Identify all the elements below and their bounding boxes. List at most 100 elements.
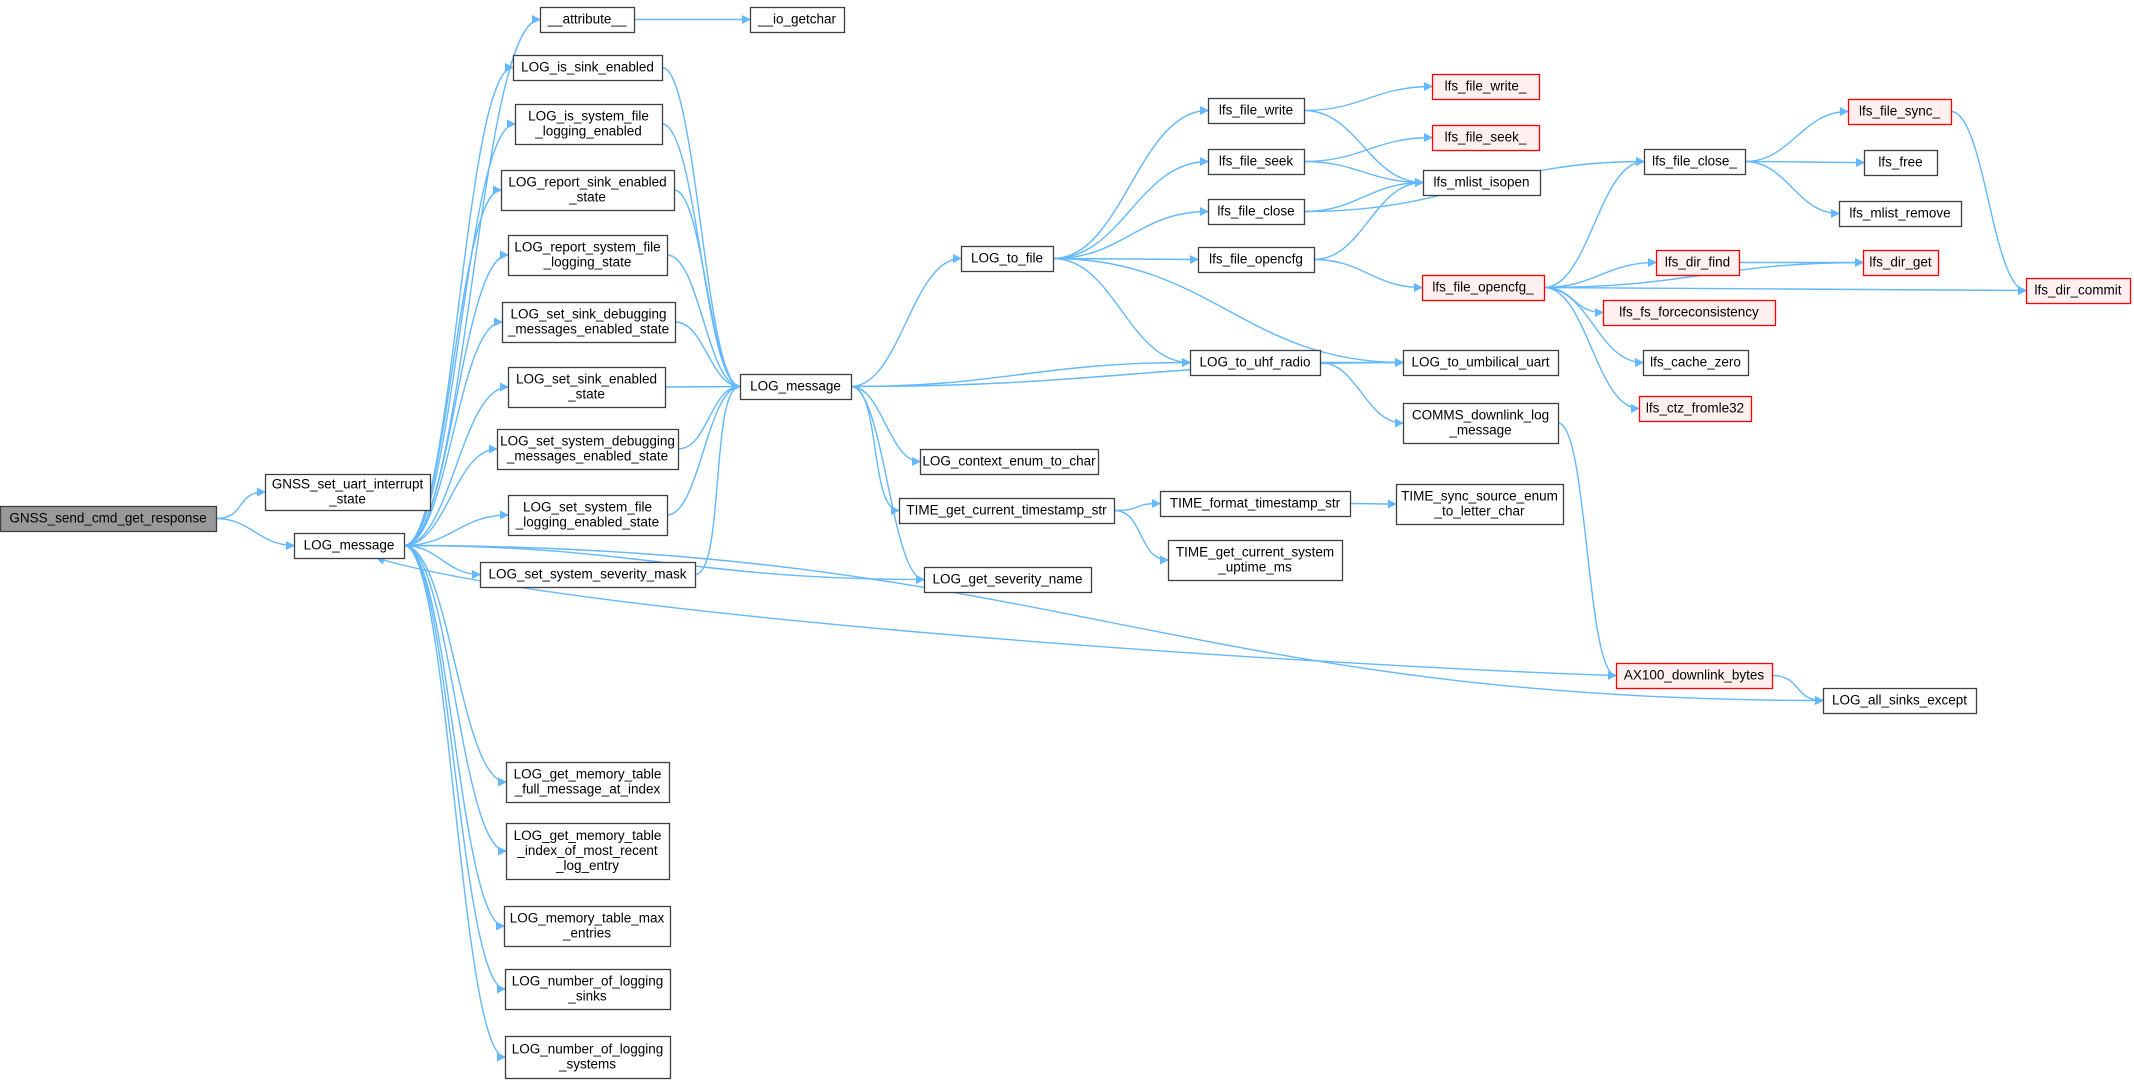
node-lfs-close[interactable]: lfs_file_close	[1207, 198, 1306, 226]
node-num-sinks[interactable]: LOG_number_of_logging_sinks	[504, 968, 672, 1011]
edge-log_message_l-to-num_sinks	[403, 544, 506, 994]
node-lfs-dir-find[interactable]: lfs_dir_find	[1655, 249, 1741, 277]
node-set-sev[interactable]: LOG_set_system_severity_mask	[479, 561, 697, 589]
node-num-sys[interactable]: LOG_number_of_logging_systems	[504, 1035, 672, 1080]
node-label: LOG_all_sinks_except	[1832, 693, 1967, 708]
node-lfs-sync-[interactable]: lfs_file_sync_	[1847, 98, 1953, 126]
node-label: LOG_report_system_file	[514, 240, 660, 255]
node-ax100[interactable]: AX100_downlink_bytes	[1615, 662, 1774, 690]
node-label: _logging_enabled	[534, 124, 642, 139]
node-lfs-opencfg-[interactable]: lfs_file_opencfg_	[1421, 274, 1546, 302]
edge-rep_sink-to-log_message_m	[673, 189, 741, 391]
node-lfs-dir-get[interactable]: lfs_dir_get	[1862, 249, 1940, 277]
node-lfs-free[interactable]: lfs_free	[1863, 149, 1939, 177]
node-label: LOG_get_memory_table	[514, 828, 662, 843]
node-lfs-write-[interactable]: lfs_file_write_	[1431, 73, 1541, 101]
node-label: LOG_message	[304, 538, 395, 553]
edge-lfs_close_-to-lfs_mlist_rm	[1744, 160, 1840, 218]
node-box	[507, 366, 667, 409]
node-lfs-dir-commit[interactable]: lfs_dir_commit	[2025, 277, 2132, 305]
node-lfs-cache[interactable]: lfs_cache_zero	[1642, 349, 1750, 377]
node-label: LOG_to_file	[971, 251, 1043, 266]
node-set-sink-dbg[interactable]: LOG_set_sink_debugging_messages_enabled_…	[501, 301, 677, 344]
node-lfs-ctz[interactable]: lfs_ctz_fromle32	[1638, 395, 1753, 423]
node-time-sync[interactable]: TIME_sync_source_enum_to_letter_char	[1395, 483, 1565, 526]
node-is-sink-en[interactable]: LOG_is_sink_enabled	[512, 54, 664, 82]
node-label: _log_entry	[555, 858, 619, 873]
node-box	[1863, 149, 1939, 177]
node-log-uhf[interactable]: LOG_to_uhf_radio	[1189, 349, 1322, 377]
node-box	[1189, 349, 1322, 377]
node-box	[1207, 198, 1306, 226]
node-box	[898, 497, 1116, 525]
node-lfs-isopen[interactable]: lfs_mlist_isopen	[1422, 169, 1542, 197]
edge-log_message_l-to-set_sysfile	[403, 510, 509, 547]
node-io-getchar[interactable]: __io_getchar	[749, 6, 846, 34]
edge-lfs_opencfg_-to-lfs_ctz	[1543, 286, 1640, 413]
node-label: lfs_file_write	[1219, 103, 1293, 118]
node-label: lfs_fs_forceconsistency	[1619, 305, 1759, 320]
node-label: LOG_memory_table_max	[510, 911, 665, 926]
node-box	[1638, 395, 1753, 423]
edge-log_uhf-to-comms_dl	[1319, 361, 1404, 428]
node-box	[0, 505, 218, 533]
node-label: lfs_file_close	[1217, 204, 1294, 219]
node-set-sink-en[interactable]: LOG_set_sink_enabled_state	[507, 366, 667, 409]
node-box	[749, 6, 846, 34]
edge-log_message_m-to-log_uhf	[850, 358, 1191, 388]
node-time-cur[interactable]: TIME_get_current_timestamp_str	[898, 497, 1116, 525]
node-comms-dl[interactable]: COMMS_downlink_log_message	[1402, 402, 1560, 445]
node-box	[507, 234, 669, 277]
node-lfs-close-[interactable]: lfs_file_close_	[1643, 148, 1747, 176]
node-lfs-write[interactable]: lfs_file_write	[1207, 97, 1306, 125]
node-ctx-enum[interactable]: LOG_context_enum_to_char	[919, 448, 1100, 476]
node-mem-max[interactable]: LOG_memory_table_max_entries	[503, 905, 672, 948]
node-set-sys-dbg[interactable]: LOG_set_system_debugging_messages_enable…	[496, 428, 680, 471]
node-box	[1643, 148, 1747, 176]
node-log-all-except[interactable]: LOG_all_sinks_except	[1822, 687, 1978, 715]
node-log-message-m[interactable]: LOG_message	[739, 373, 853, 401]
edge-set_sink_en-to-log_message_m	[664, 382, 741, 392]
node-rep-sink[interactable]: LOG_report_sink_enabled_state	[500, 169, 676, 212]
node-box	[1615, 662, 1774, 690]
node-mem-idx[interactable]: LOG_get_memory_table_index_of_most_recen…	[505, 822, 671, 881]
node-label: _systems	[558, 1057, 616, 1072]
node-box	[1159, 490, 1352, 518]
node-lfs-mlist-rm[interactable]: lfs_mlist_remove	[1838, 200, 1963, 228]
edge-is_sink_en-to-log_message_m	[661, 66, 741, 391]
node-box	[1207, 148, 1306, 176]
node-box	[505, 761, 671, 804]
node-time-uptime[interactable]: TIME_get_current_system_uptime_ms	[1167, 539, 1344, 582]
edge-time_cur-to-time_uptime	[1113, 509, 1169, 565]
node-label: lfs_mlist_remove	[1849, 206, 1950, 221]
node-log-to-file[interactable]: LOG_to_file	[960, 245, 1055, 273]
node-gnss-send[interactable]: GNSS_send_cmd_get_response	[0, 505, 218, 533]
node-label: _state	[567, 387, 605, 402]
node-lfs-seek[interactable]: lfs_file_seek	[1207, 148, 1306, 176]
node-label: TIME_get_current_system	[1176, 545, 1334, 560]
node-set-sysfile[interactable]: LOG_set_system_file_logging_enabled_stat…	[507, 494, 669, 537]
node-box	[1402, 349, 1560, 377]
node-box	[1421, 274, 1546, 302]
node-rep-sysfile[interactable]: LOG_report_system_file_logging_state	[507, 234, 669, 277]
node-gnss-uart[interactable]: GNSS_set_uart_interrupt_state	[264, 473, 432, 512]
node-is-sysfile[interactable]: LOG_is_system_file_logging_enabled	[514, 103, 664, 146]
node-lfs-opencfg[interactable]: lfs_file_opencfg	[1197, 246, 1316, 274]
node-lfs-force[interactable]: lfs_fs_forceconsistency	[1602, 299, 1777, 327]
node-sev-name[interactable]: LOG_get_severity_name	[923, 566, 1093, 594]
node-mem-full[interactable]: LOG_get_memory_table_full_message_at_ind…	[505, 761, 671, 804]
node-label: _logging_enabled_state	[515, 515, 659, 530]
edge-lfs_close-to-lfs_isopen	[1303, 178, 1424, 213]
node-attribute[interactable]: __attribute__	[539, 6, 636, 34]
edge-log_message_l-to-log_all_except	[403, 544, 1824, 705]
node-log-message-l[interactable]: LOG_message	[293, 532, 406, 560]
node-box	[923, 566, 1093, 594]
node-log-umb[interactable]: LOG_to_umbilical_uart	[1402, 349, 1560, 377]
node-lfs-seek-[interactable]: lfs_file_seek_	[1431, 124, 1541, 152]
node-time-fmt[interactable]: TIME_format_timestamp_str	[1159, 490, 1352, 518]
node-box	[505, 822, 671, 881]
node-box	[1431, 124, 1541, 152]
node-box	[504, 1035, 672, 1080]
node-box	[1847, 98, 1953, 126]
